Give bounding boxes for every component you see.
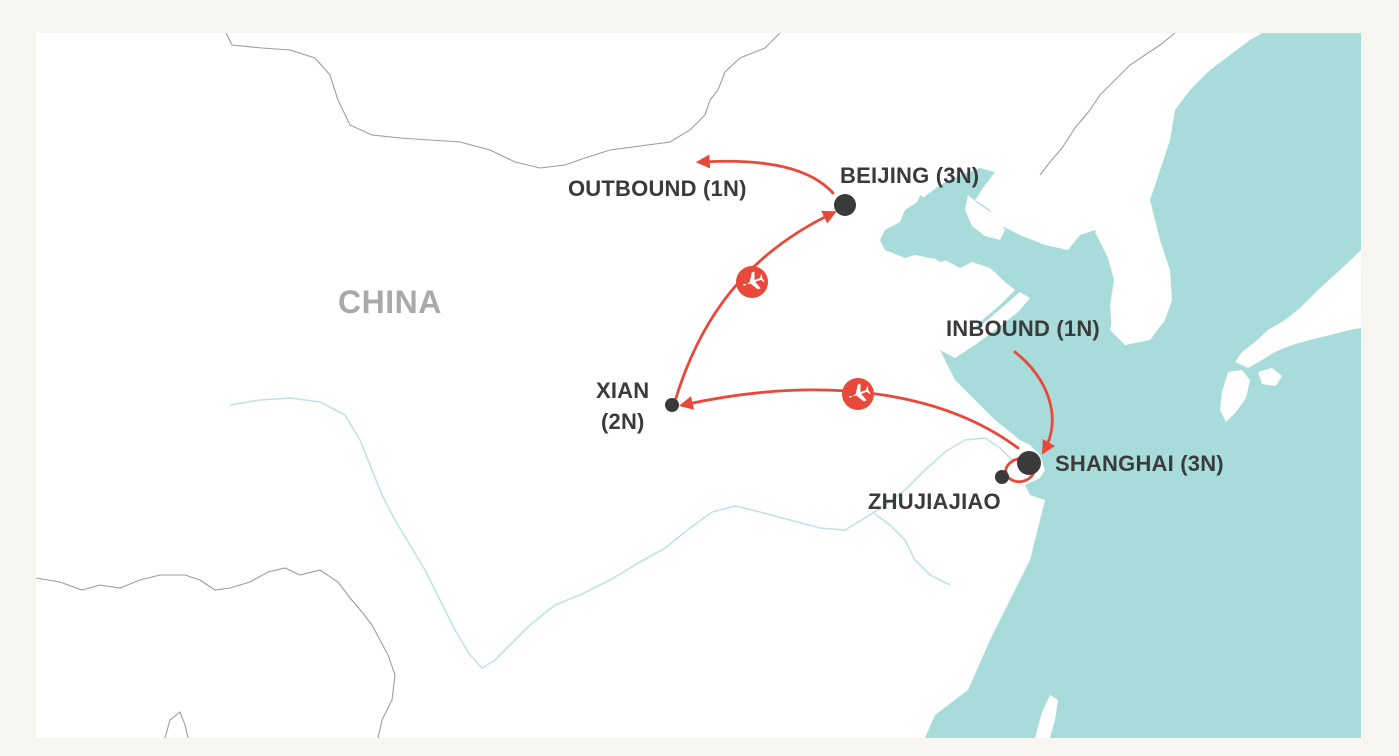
shanghai-marker — [1017, 451, 1041, 475]
korea-land — [1095, 222, 1150, 342]
xian-marker — [665, 398, 679, 412]
route-xian-to-beijing — [674, 210, 837, 400]
mongolia-border — [225, 33, 781, 169]
label-beijing: BEIJING (3N) — [840, 163, 979, 188]
label-zhujiajiao: ZHUJIAJIAO — [868, 489, 1001, 514]
japan-kyushu — [1220, 370, 1250, 422]
yangtze-branch — [871, 511, 951, 586]
southwest-border — [36, 567, 396, 738]
label-xian-nights: (2N) — [601, 409, 645, 434]
airplane-icon — [842, 378, 874, 410]
route-shanghai-zhujiajiao-loop — [1004, 456, 1036, 484]
beijing-marker — [834, 194, 856, 216]
label-inbound: INBOUND (1N) — [946, 316, 1100, 341]
route-beijing-to-outbound — [695, 154, 835, 195]
yangtze-river — [229, 397, 1013, 670]
northeast-border — [1039, 33, 1176, 176]
japan-shikoku — [1258, 368, 1282, 386]
label-outbound: OUTBOUND (1N) — [568, 176, 747, 201]
southern-coast-edge — [164, 711, 189, 738]
airplane-icon — [736, 266, 768, 298]
zhujiajiao-marker — [995, 470, 1009, 484]
label-xian: XIAN — [596, 378, 649, 403]
liaodong-peninsula — [965, 195, 1005, 240]
sea-area — [880, 33, 1361, 738]
shandong-peninsula — [940, 292, 1030, 358]
country-label-china: CHINA — [338, 284, 442, 320]
taiwan-land — [1035, 695, 1058, 738]
label-shanghai: SHANGHAI (3N) — [1055, 451, 1224, 476]
route-inbound-to-shanghai — [1013, 350, 1055, 455]
japan-honshu — [1235, 250, 1361, 368]
bohai-bay — [910, 195, 962, 262]
